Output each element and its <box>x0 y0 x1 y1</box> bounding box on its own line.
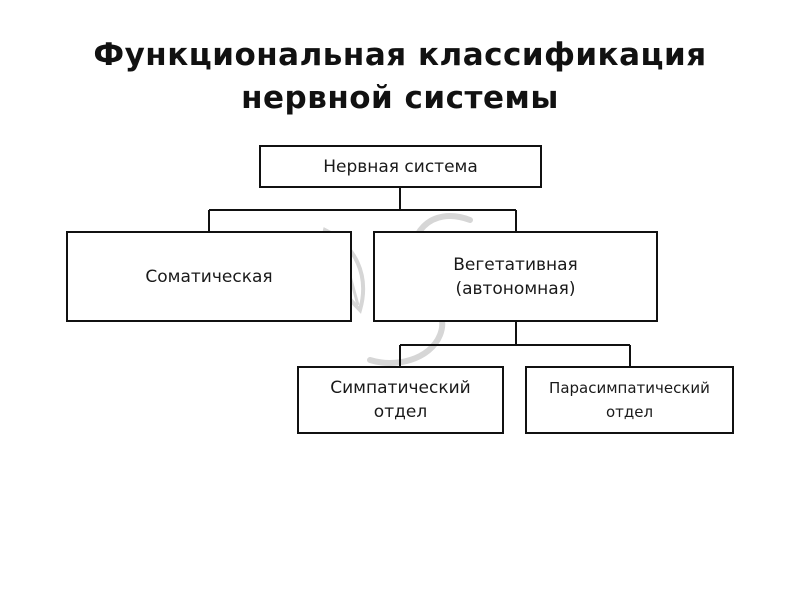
node-parasympathetic-label-line-1: Парасимпатический <box>549 379 710 397</box>
node-autonomic-label-line-1: Вегетативная <box>453 254 578 275</box>
slide-title-line-2: нервной системы <box>241 80 559 116</box>
node-parasympathetic: Парасимпатический отдел <box>525 366 734 434</box>
node-nervous-system: Нервная система <box>259 145 542 188</box>
node-sympathetic-label-line-2: отдел <box>373 402 428 422</box>
node-sympathetic: Симпатический отдел <box>297 366 504 434</box>
slide-title-line-1: Функциональная классификация <box>93 37 707 73</box>
node-sympathetic-label-line-1: Симпатический <box>330 378 471 398</box>
node-somatic-label: Соматическая <box>145 266 273 287</box>
slide-title: Функциональная классификация нервной сис… <box>0 34 800 120</box>
node-autonomic: Вегетативная (автономная) <box>373 231 658 322</box>
node-autonomic-label-line-2: (автономная) <box>455 278 576 299</box>
node-somatic: Соматическая <box>66 231 352 322</box>
node-parasympathetic-label-line-2: отдел <box>605 403 654 421</box>
node-nervous-system-label: Нервная система <box>323 156 478 177</box>
